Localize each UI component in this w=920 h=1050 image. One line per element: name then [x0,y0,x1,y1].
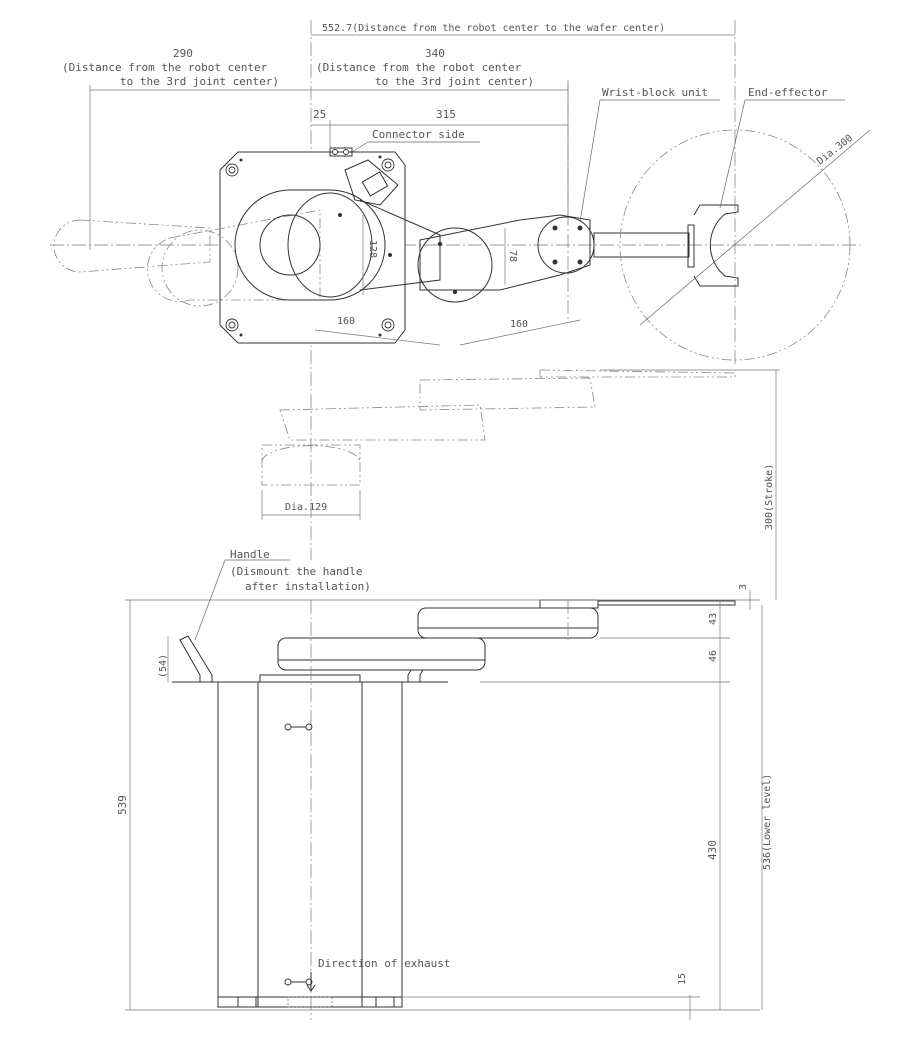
dim-536: 536(Lower level) [762,774,773,870]
wrist-block-unit [537,216,690,274]
base-corner-bolts [225,155,395,337]
exhaust-label: Direction of exhaust [318,957,450,970]
wrist-block-label: Wrist-block unit [602,86,708,99]
dim-290-line1: (Distance from the robot center [62,61,268,74]
dim-54: (54) [158,654,169,678]
side-dimension-lines [125,590,763,1020]
robot-cabinet [217,681,403,1008]
dim-160-a: 160 [337,316,355,327]
dim-25: 25 [313,108,326,121]
end-effector [619,129,851,361]
dia300-label: Dia.300 [815,133,855,168]
dim-128: 128 [367,240,378,258]
dim-15: 15 [677,973,688,985]
side-view: Handle (Dismount the handle after instal… [116,548,773,1020]
first-arm [234,189,441,301]
end-effector-side [597,600,736,606]
exhaust-arrow-icon [306,972,316,992]
dim-290-line2: to the 3rd joint center) [120,75,279,88]
wrist-side [539,599,599,609]
stroke-label: 300(Stroke) [764,464,775,530]
stroke-view: Dia.129 300(Stroke) [261,369,780,600]
dim-43: 43 [708,613,719,625]
dim-430: 430 [706,840,719,860]
dim-539: 539 [116,795,129,815]
second-arm [417,214,591,303]
handle-note-line1: (Dismount the handle [230,565,362,578]
dim-340-line1: (Distance from the robot center [316,61,522,74]
dim-315: 315 [436,108,456,121]
dim-78: 78 [507,250,518,262]
dim-340-value: 340 [425,47,445,60]
second-arm-side [417,607,599,639]
handle-leader-line [194,559,226,641]
dia300-leader-line [639,129,871,326]
connector-side-label: Connector side [372,128,465,141]
first-arm-side [277,637,486,671]
dim-3: 3 [738,584,749,590]
handle-label: Handle [230,548,270,561]
wafer-distance-label: 552.7(Distance from the robot center to … [322,23,665,34]
dim-340-line2: to the 3rd joint center) [375,75,534,88]
dim-46: 46 [708,650,719,662]
phantom-arm-left [53,209,321,307]
dim-160-b: 160 [510,319,528,330]
end-effector-label: End-effector [748,86,828,99]
dia129-label: Dia.129 [285,502,327,513]
top-dimension-lines [89,34,735,346]
wrist-leader-line [579,99,601,223]
dim-290-value: 290 [173,47,193,60]
handle-note-line2: after installation) [245,580,371,593]
connector-leader-line [351,141,369,153]
end-effector-leader-line [719,99,746,209]
top-view: 552.7(Distance from the robot center to … [50,20,871,560]
